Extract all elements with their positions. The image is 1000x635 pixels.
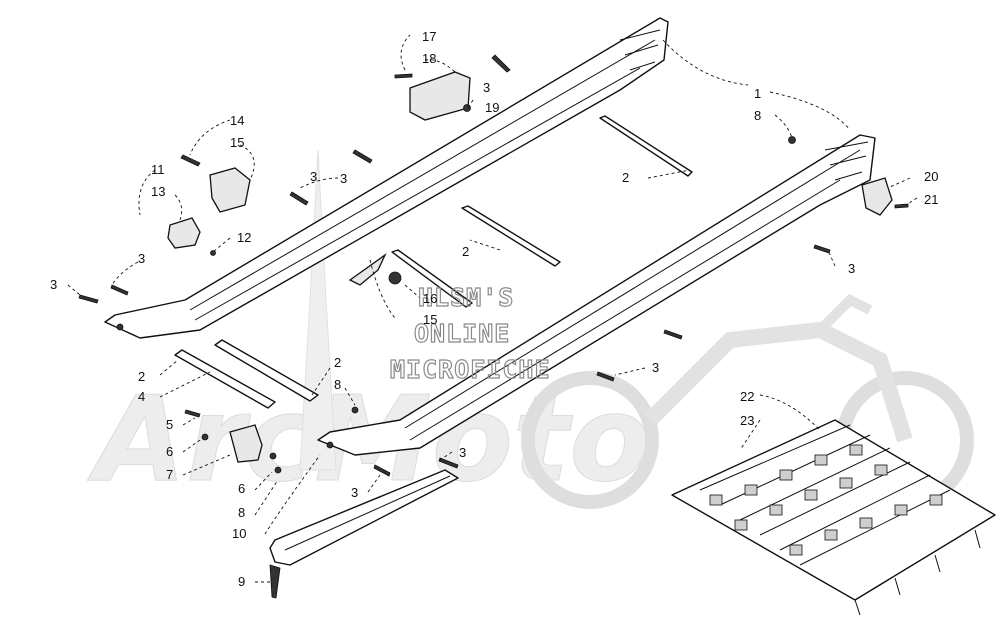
callout-23: 23 xyxy=(740,413,754,428)
block-13 xyxy=(167,217,201,249)
callout-3-i: 3 xyxy=(310,169,317,184)
watermark-line-3: MICROFICHE xyxy=(390,355,551,384)
callout-12: 12 xyxy=(237,230,251,245)
callout-3-a: 3 xyxy=(483,80,490,95)
stop-block-18 xyxy=(409,71,471,121)
callout-8-c: 8 xyxy=(238,505,245,520)
callout-9: 9 xyxy=(238,574,245,589)
callout-3-c: 3 xyxy=(138,251,145,266)
callout-3-g: 3 xyxy=(459,445,466,460)
callout-17: 17 xyxy=(422,29,436,44)
callout-11: 11 xyxy=(151,162,165,177)
upper-slide-rail xyxy=(104,17,669,339)
callout-15-b: 15 xyxy=(423,312,437,327)
callout-8-a: 8 xyxy=(754,108,761,123)
watermark-line-1: HLSM'S xyxy=(418,283,514,312)
bracket-15b xyxy=(348,253,387,286)
bracket-parts xyxy=(167,71,893,463)
callout-15-a: 15 xyxy=(230,135,244,150)
callout-8-b: 8 xyxy=(334,377,341,392)
callout-5: 5 xyxy=(166,417,173,432)
bolts xyxy=(78,54,909,599)
hyfax-wear-strip xyxy=(269,469,459,566)
callout-6-b: 6 xyxy=(238,481,245,496)
callout-3-d: 3 xyxy=(50,277,57,292)
cross-shafts xyxy=(174,115,693,409)
watermark-text: HLSM'S ONLINE MICROFICHE xyxy=(389,282,551,384)
bushing-16 xyxy=(388,271,402,285)
callout-3-e: 3 xyxy=(848,261,855,276)
callout-2-c: 2 xyxy=(138,369,145,384)
callout-13: 13 xyxy=(151,184,165,199)
callout-2-a: 2 xyxy=(622,170,629,185)
callout-4: 4 xyxy=(138,389,145,404)
callout-7: 7 xyxy=(166,467,173,482)
callout-3-h: 3 xyxy=(351,485,358,500)
lower-slide-rail xyxy=(317,134,876,456)
wheel-block-7 xyxy=(229,424,263,463)
watermark-tower-icon xyxy=(299,149,337,471)
callout-18: 18 xyxy=(422,51,436,66)
callout-3-b: 3 xyxy=(340,171,347,186)
track-section xyxy=(671,419,996,616)
callout-19: 19 xyxy=(485,100,499,115)
callout-10: 10 xyxy=(232,526,246,541)
callout-16: 16 xyxy=(423,291,437,306)
end-cap-20 xyxy=(861,177,893,216)
callout-2-d: 2 xyxy=(334,355,341,370)
callout-21: 21 xyxy=(924,192,938,207)
bracket-15 xyxy=(209,167,251,213)
callout-3-f: 3 xyxy=(652,360,659,375)
callout-2-b: 2 xyxy=(462,244,469,259)
leader-lines xyxy=(67,34,918,583)
callout-1: 1 xyxy=(754,86,761,101)
callout-22: 22 xyxy=(740,389,754,404)
callout-6-a: 6 xyxy=(166,444,173,459)
callout-14: 14 xyxy=(230,113,244,128)
callout-20: 20 xyxy=(924,169,938,184)
callout-labels: 1 2 2 2 2 3 3 3 3 3 3 3 3 3 4 5 6 6 7 8 … xyxy=(50,29,938,589)
watermark-line-2: ONLINE xyxy=(414,319,510,348)
